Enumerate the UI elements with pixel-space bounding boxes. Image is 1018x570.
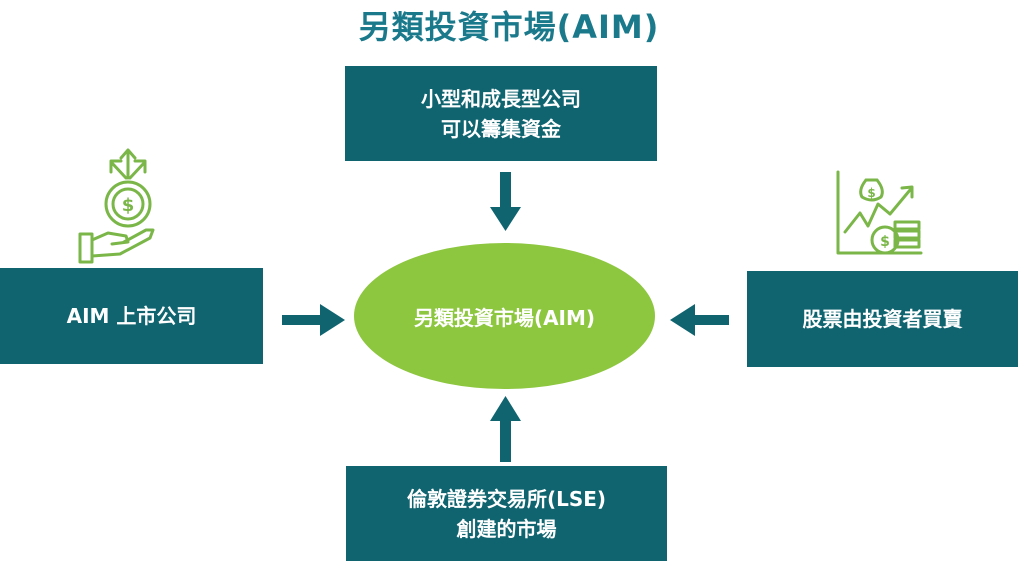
svg-text:$: $ [867,186,875,200]
box-lse-market: 倫敦證券交易所(LSE) 創建的市場 [346,466,667,561]
arrow-right-left [670,304,729,336]
box-small-growth-companies: 小型和成長型公司 可以籌集資金 [345,66,657,161]
box-right-label: 股票由投資者買賣 [802,307,963,331]
svg-text:$: $ [880,234,890,250]
arrow-left-right [282,304,345,336]
svg-text:$: $ [122,195,135,216]
box-bottom-line2: 創建的市場 [456,516,557,541]
box-top-line1: 小型和成長型公司 [421,86,581,111]
box-left-label: AIM 上市公司 [66,304,197,328]
money-hand-growth-icon: $ [78,148,155,264]
box-bottom-line1: 倫敦證券交易所(LSE) [406,486,607,511]
box-aim-listed-companies: AIM 上市公司 [0,268,263,364]
center-ellipse: 另類投資市場(AIM) [354,243,655,389]
finance-chart-coins-icon: $ $ [836,170,923,255]
box-investors-trade: 股票由投資者買賣 [747,271,1018,367]
arrow-bottom-up [490,396,521,462]
box-top-line2: 可以籌集資金 [441,116,561,141]
center-label: 另類投資市場(AIM) [413,305,596,330]
arrow-top-down [490,172,521,231]
diagram-title: 另類投資市場(AIM) [358,8,660,46]
